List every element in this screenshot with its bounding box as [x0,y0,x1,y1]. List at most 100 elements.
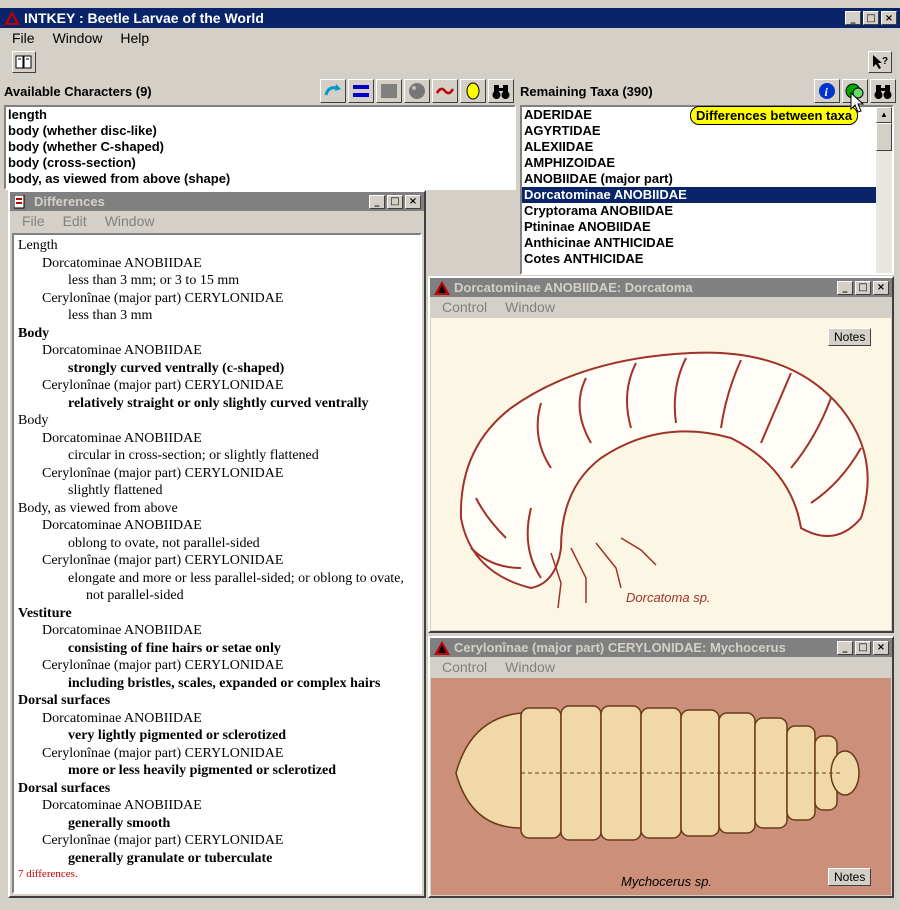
differences-window-icon [13,194,30,209]
list-item[interactable]: length [8,107,47,122]
taxon-info-button[interactable]: i [814,79,840,103]
difference-line: slightly flattened [68,483,163,498]
list-item[interactable]: body, as viewed from above (shape) [8,171,231,186]
close-button[interactable]: × [405,194,421,209]
book-icon [15,55,32,69]
maximize-button[interactable]: □ [855,640,871,655]
app-logo-icon [434,280,450,295]
image-caption-1: Dorcatoma sp. [626,590,711,605]
difference-line: Dorsal surfaces [18,693,111,708]
difference-line: Dorcatominae ANOBIIDAE [42,343,202,358]
list-item[interactable]: AMPHIZOIDAE [524,155,615,170]
bars-icon [353,85,369,97]
list-item[interactable]: body (cross-section) [8,155,136,170]
set-characters-button[interactable] [348,79,374,103]
menu-control[interactable]: Control [442,299,488,315]
list-item[interactable]: Cotes ANTHICIDAE [524,251,644,266]
menu-help[interactable]: Help [120,30,150,46]
gray-square-button[interactable] [376,79,402,103]
difference-line: Cerylonînae (major part) CERYLONIDAE [42,833,284,848]
gray-ball-button[interactable] [404,79,430,103]
menu-file[interactable]: File [12,30,35,46]
difference-line: Cerylonînae (major part) CERYLONIDAE [42,658,284,673]
menu-edit[interactable]: Edit [62,213,87,229]
difference-line: strongly curved ventrally (c-shaped) [68,360,285,376]
list-item[interactable]: Cryptorama ANOBIIDAE [524,203,674,218]
difference-line: relatively straight or only slightly cur… [68,395,369,411]
difference-line: Dorcatominae ANOBIIDAE [42,430,202,446]
restart-arrow-icon [324,84,341,96]
taxa-scrollbar[interactable]: ▲ [876,107,892,273]
square-icon [381,84,397,98]
find-characters-button[interactable] [488,79,514,103]
minimize-button[interactable]: _ [837,280,853,295]
maximize-button[interactable]: □ [387,194,403,209]
difference-line: Cerylonînae (major part) CERYLONIDAE [42,745,284,761]
maximize-button[interactable]: □ [855,280,871,295]
larva-image-mychocerus: Mychocerus sp. [431,678,891,895]
difference-line: circular in cross-section; or slightly f… [68,448,319,463]
differences-summary: 7 differences. [18,868,78,880]
context-help-button[interactable]: ? [868,51,892,73]
difference-line: Body [18,325,50,341]
find-taxa-button[interactable] [870,79,896,103]
open-book-button[interactable] [12,51,36,73]
list-item[interactable]: body (whether disc-like) [8,123,157,138]
list-item[interactable]: Anthicinae ANTHICIDAE [524,235,674,250]
list-item[interactable]: Ptininae ANOBIIDAE [524,219,651,234]
characters-panel-header: Available Characters (9) [4,78,514,104]
image-window-mychocerus: Cerylonînae (major part) CERYLONIDAE: My… [428,636,894,898]
menu-window[interactable]: Window [505,299,555,315]
close-button[interactable]: × [873,640,889,655]
main-menubar: File Window Help [0,28,900,48]
app-title: INTKEY : Beetle Larvae of the World [24,10,264,26]
minimize-button[interactable]: _ [837,640,853,655]
difference-line: Dorcatominae ANOBIIDAE [42,255,202,271]
larva-image-dorcatoma: Dorcatoma sp. [431,318,891,630]
difference-line: not parallel-sided [86,588,184,603]
image-window-2-titlebar: Cerylonînae (major part) CERYLONIDAE: My… [430,638,892,657]
similarities-button[interactable] [432,79,458,103]
dorcatoma-larva-drawing: Dorcatoma sp. [459,351,869,609]
scroll-thumb[interactable] [876,123,892,151]
image-window-2-menubar: Control Window [430,657,892,677]
mychocerus-larva-drawing: Mychocerus sp. [455,705,860,889]
difference-line: consisting of fine hairs or setae only [68,640,281,656]
taxa-list[interactable]: ADERIDAE AGYRTIDAE ALEXIIDAE AMPHIZOIDAE… [520,105,894,275]
menu-window[interactable]: Window [505,659,555,675]
close-button[interactable]: × [873,280,889,295]
close-button[interactable]: × [881,11,897,25]
menu-window[interactable]: Window [52,30,103,46]
maximize-button[interactable]: □ [863,11,879,25]
difference-line: including bristles, scales, expanded or … [68,675,381,691]
image-window-1-titlebar: Dorcatominae ANOBIIDAE: Dorcatoma _ □ × [430,278,892,297]
list-item-selected[interactable]: Dorcatominae ANOBIIDAE [522,187,878,203]
notes-button[interactable]: Notes [828,328,872,346]
list-item[interactable]: ALEXIIDAE [524,139,594,154]
difference-line: elongate and more or less parallel-sided… [68,570,404,586]
differences-window: Differences _ □ × File Edit Window Lengt… [8,190,426,898]
difference-line: Cerylonînae (major part) CERYLONIDAE [42,290,284,306]
app-logo-icon [4,11,20,25]
menu-control[interactable]: Control [442,659,488,675]
list-item[interactable]: ADERIDAE [524,107,592,122]
notes-button[interactable]: Notes [828,868,872,886]
image-window-dorcatoma: Dorcatominae ANOBIIDAE: Dorcatoma _ □ × … [428,276,894,633]
menu-file[interactable]: File [22,213,45,229]
characters-list[interactable]: length body (whether disc-like) body (wh… [4,105,516,190]
differences-title: Differences [34,194,105,209]
difference-line: Cerylonînae (major part) CERYLONIDAE [42,378,284,393]
difference-line: Vestiture [18,605,72,621]
difference-line: oblong to ovate, not parallel-sided [68,535,260,551]
scroll-up-button[interactable]: ▲ [876,107,892,123]
minimize-button[interactable]: _ [369,194,385,209]
image-window-1-title: Dorcatominae ANOBIIDAE: Dorcatoma [454,280,693,295]
minimize-button[interactable]: _ [845,11,861,25]
difference-line: Dorcatominae ANOBIIDAE [42,518,202,533]
list-item[interactable]: body (whether C-shaped) [8,139,165,154]
list-item[interactable]: AGYRTIDAE [524,123,601,138]
list-item[interactable]: ANOBIIDAE (major part) [524,171,673,186]
yellow-oval-button[interactable] [460,79,486,103]
restart-button[interactable] [320,79,346,103]
menu-window[interactable]: Window [104,213,155,229]
